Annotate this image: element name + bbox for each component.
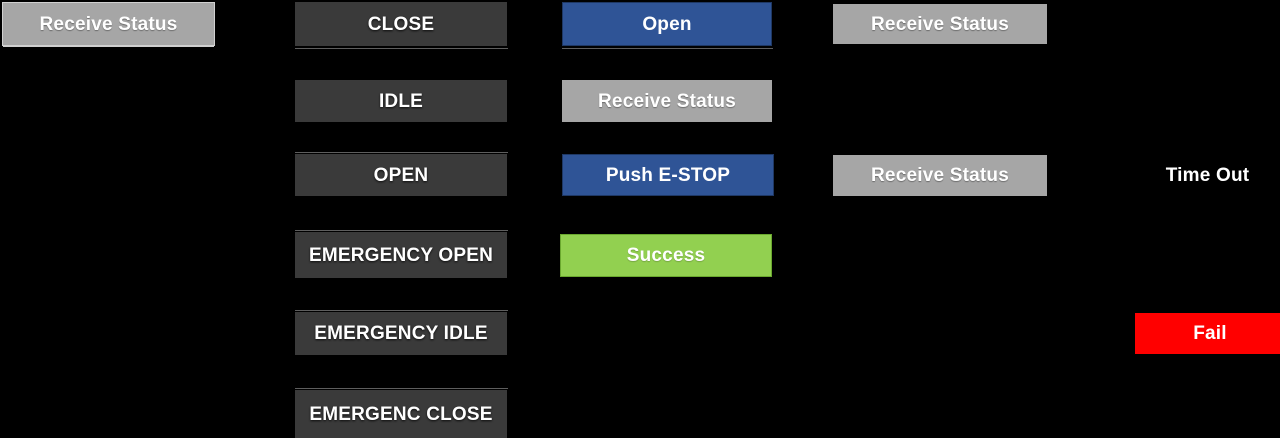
hairline-under-close bbox=[295, 48, 508, 49]
hairline-under-open bbox=[562, 48, 773, 49]
receive-status-button-right-row1[interactable]: Receive Status bbox=[833, 4, 1047, 44]
command-button-push-estop[interactable]: Push E-STOP bbox=[562, 154, 774, 196]
hairline-above-emergency-open bbox=[295, 230, 508, 231]
state-button-idle[interactable]: IDLE bbox=[295, 80, 507, 122]
state-button-close[interactable]: CLOSE bbox=[295, 2, 507, 46]
state-button-emergency-open[interactable]: EMERGENCY OPEN bbox=[295, 232, 507, 278]
command-receive-status-button[interactable]: Receive Status bbox=[562, 80, 772, 122]
receive-status-button-right-row3[interactable]: Receive Status bbox=[833, 155, 1047, 196]
state-button-emergency-idle[interactable]: EMERGENCY IDLE bbox=[295, 312, 507, 355]
receive-status-button-left[interactable]: Receive Status bbox=[2, 2, 215, 46]
result-button-fail[interactable]: Fail bbox=[1135, 313, 1280, 354]
hairline-above-emergenc-close bbox=[295, 388, 508, 389]
state-button-emergenc-close[interactable]: EMERGENC CLOSE bbox=[295, 390, 507, 438]
hairline-above-emergency-idle bbox=[295, 310, 508, 311]
command-button-open[interactable]: Open bbox=[562, 2, 772, 46]
state-button-open[interactable]: OPEN bbox=[295, 154, 507, 196]
result-button-success[interactable]: Success bbox=[560, 234, 772, 277]
hairline-above-open-row3 bbox=[295, 152, 508, 153]
result-label-time-out: Time Out bbox=[1165, 165, 1250, 186]
